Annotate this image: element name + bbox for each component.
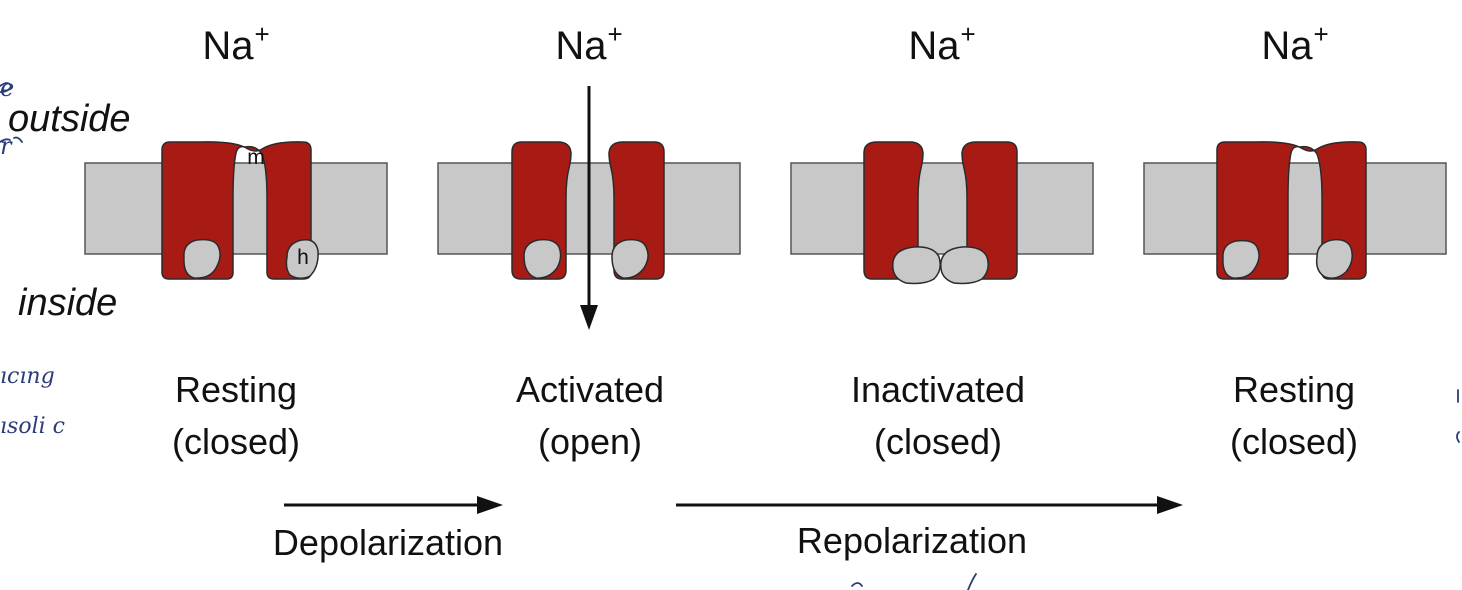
handwritten-annotations	[0, 82, 1460, 590]
inside-label: inside	[18, 282, 118, 324]
h-gate-left-swung	[892, 246, 941, 285]
state-name: Resting	[1232, 369, 1356, 410]
channel-resting-2	[1216, 141, 1367, 280]
channel-resting-1	[161, 141, 319, 280]
membrane-4	[1143, 162, 1447, 255]
h-gate-left	[523, 238, 562, 279]
handwritten-note: e	[0, 74, 15, 102]
channel-inactivated	[863, 141, 1018, 285]
repolarization-arrow	[676, 496, 1183, 514]
state-status: (closed)	[873, 421, 1003, 462]
handwritten-note: ıcıng	[0, 364, 55, 389]
state-label-4: Resting (closed)	[1194, 364, 1394, 468]
na-ion-label-1: Na+	[202, 19, 270, 68]
h-gate-label: h	[297, 246, 309, 269]
state-label-2: Activated (open)	[480, 364, 700, 468]
state-label-1: Resting (closed)	[136, 364, 336, 468]
h-gate-left	[183, 238, 221, 279]
depolarization-label: Depolarization	[272, 522, 504, 563]
na-influx-arrow	[580, 86, 598, 330]
na-ion-label-3: Na+	[908, 19, 976, 68]
state-name: Activated	[515, 369, 665, 410]
h-gate-right	[611, 238, 649, 279]
h-gate-right	[1315, 238, 1353, 279]
state-name: Inactivated	[850, 369, 1026, 410]
h-gate-right	[285, 238, 319, 279]
handwritten-note: ısoli c	[0, 414, 65, 439]
handwritten-note: r	[0, 132, 12, 160]
channel-activated	[511, 141, 665, 280]
na-ion-label-2: Na+	[555, 19, 623, 68]
state-label-3: Inactivated (closed)	[818, 364, 1058, 468]
depolarization-arrow	[284, 496, 503, 514]
membrane-3	[790, 162, 1094, 255]
outside-label: outside	[8, 98, 131, 140]
state-status: (closed)	[171, 421, 301, 462]
m-gate-label: m	[247, 146, 265, 169]
h-gate-right-swung	[940, 246, 989, 285]
state-name: Resting	[174, 369, 298, 410]
state-status: (closed)	[1229, 421, 1359, 462]
na-ion-label-4: Na+	[1261, 19, 1329, 68]
membrane-1	[84, 162, 388, 255]
h-gate-left	[1222, 239, 1260, 279]
repolarization-label: Repolarization	[796, 520, 1028, 561]
state-status: (open)	[537, 421, 643, 462]
